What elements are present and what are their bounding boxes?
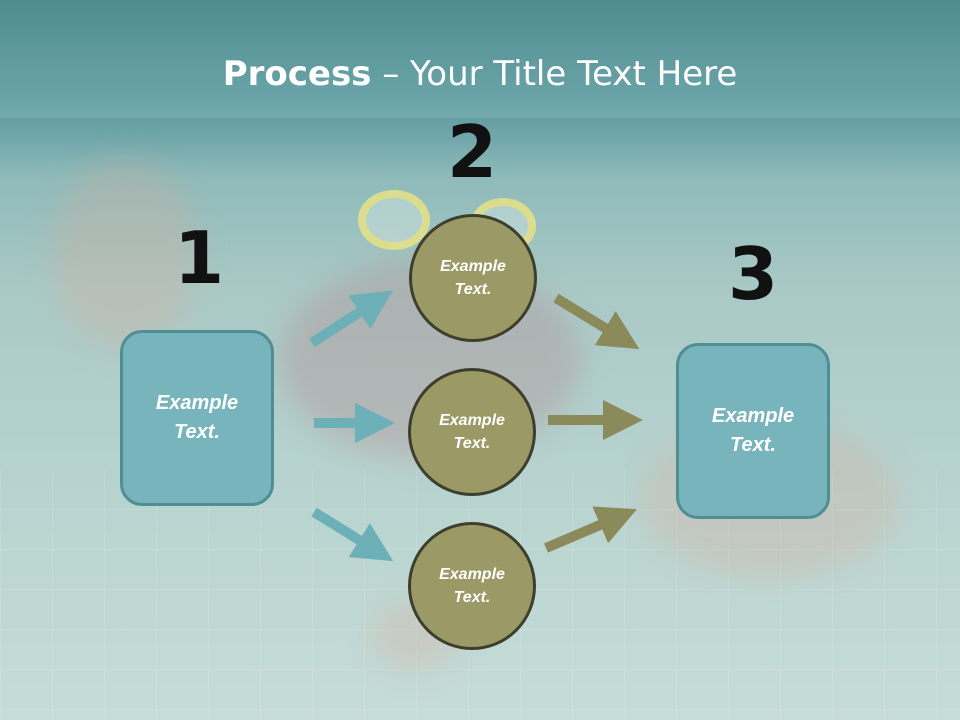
step-number-3: 3 [727,232,779,316]
arrow-right-up [553,293,640,350]
circle-top-text: Example Text. [440,258,506,298]
arrow-left-up [309,290,393,348]
step-number-2: 2 [446,110,498,194]
left-box: Example Text. [120,330,274,506]
circle-bottom: Example Text. [408,522,536,650]
arrow-left-down [311,507,394,562]
circle-middle: Example Text. [408,368,536,496]
water-surface [0,118,960,178]
circle-bottom-text: Example Text. [439,566,505,606]
title-rest: – Your Title Text Here [371,54,738,94]
bg-arm [50,160,200,350]
left-box-text: Example Text. [155,392,239,443]
step-number-1: 1 [173,216,225,300]
page-title: Process – Your Title Text Here [0,52,960,96]
bg-goggle-left [358,190,430,250]
arrow-right-down [544,506,637,553]
circle-middle-text: Example Text. [439,412,505,452]
right-box-text: Example Text. [711,405,795,456]
title-bold: Process [222,54,372,94]
right-box: Example Text. [676,343,830,519]
circle-top: Example Text. [409,214,537,342]
